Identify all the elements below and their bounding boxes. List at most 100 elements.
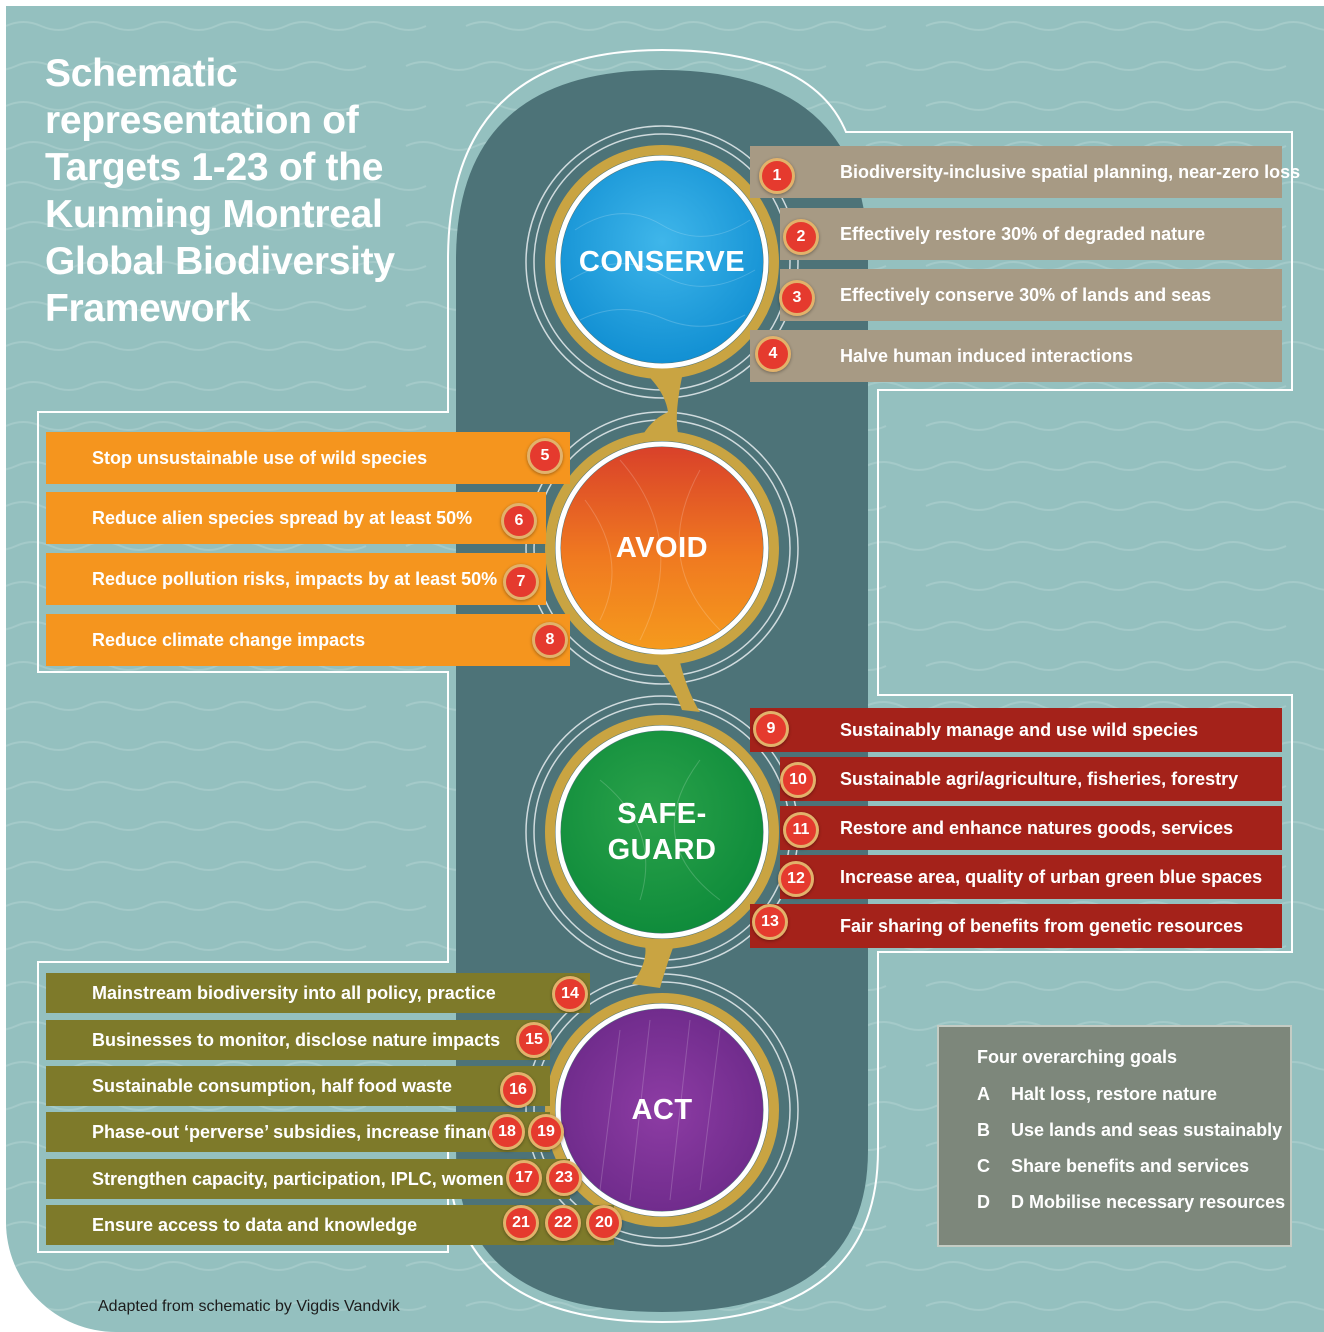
target-text: Phase-out ‘perverse’ subsidies, increase… — [92, 1122, 508, 1142]
wave-line — [6, 1301, 427, 1311]
wave-line — [6, 181, 427, 191]
target-bar-5: Stop unsustainable use of wild species — [46, 432, 570, 484]
target-text: Strengthen capacity, participation, IPLC… — [92, 1169, 504, 1189]
target-badge-13: 13 — [752, 904, 788, 940]
act-label: ACT — [631, 1094, 693, 1126]
target-badge-8: 8 — [532, 622, 568, 658]
target-bar-2: Effectively restore 30% of degraded natu… — [780, 208, 1282, 260]
wave-line — [405, 61, 827, 71]
wave-line — [925, 661, 1324, 671]
target-text: Businesses to monitor, disclose nature i… — [92, 1030, 501, 1050]
goal-text: Use lands and seas sustainably — [1011, 1120, 1283, 1140]
wave-line — [6, 941, 367, 951]
target-text: Ensure access to data and knowledge — [92, 1215, 418, 1235]
target-bar-3: Effectively conserve 30% of lands and se… — [780, 269, 1282, 321]
target-bar-16: Sustainable consumption, half food waste — [46, 1066, 550, 1106]
target-badge-22: 22 — [545, 1205, 581, 1241]
avoid-label: AVOID — [615, 532, 709, 564]
wave-line — [6, 661, 427, 671]
credit-text: Adapted from schematic by Vigdis Vandvik — [98, 1298, 400, 1315]
conserve-circle — [561, 161, 763, 363]
target-text: Sustainable consumption, half food waste — [92, 1076, 453, 1096]
target-badge-3: 3 — [779, 280, 815, 316]
target-text: Halve human induced interactions — [840, 346, 1134, 366]
wave-line — [6, 341, 427, 351]
wave-line — [865, 1261, 1287, 1271]
target-badge-11: 11 — [783, 812, 819, 848]
goals-title: Four overarching goals — [977, 1047, 1178, 1067]
conserve-label: CONSERVE — [578, 246, 746, 278]
goal-letter: B — [977, 1120, 990, 1140]
wave-line — [6, 1261, 367, 1271]
goal-letter: D — [977, 1192, 990, 1212]
target-badge-9: 9 — [753, 711, 789, 747]
target-text: Sustainable agri/agriculture, fisheries,… — [840, 769, 1239, 789]
target-badge-7: 7 — [503, 564, 539, 600]
wave-line — [925, 101, 1324, 111]
target-text: Biodiversity-inclusive spatial planning,… — [840, 162, 1301, 182]
wave-line — [925, 21, 1324, 31]
target-text: Reduce alien species spread by at least … — [92, 508, 473, 528]
wave-line — [6, 1101, 367, 1111]
wave-line — [465, 21, 887, 31]
wave-line — [6, 301, 367, 311]
wave-line — [6, 861, 367, 871]
goal-letter: C — [977, 1156, 990, 1176]
target-badge-6: 6 — [501, 503, 537, 539]
wave-line — [6, 781, 367, 791]
wave-line — [6, 221, 367, 231]
wave-line — [6, 421, 427, 431]
target-bar-18-19: Phase-out ‘perverse’ subsidies, increase… — [46, 1112, 550, 1152]
target-bar-11: Restore and enhance natures goods, servi… — [780, 806, 1282, 850]
target-bar-13: Fair sharing of benefits from genetic re… — [750, 904, 1282, 948]
wave-line — [6, 901, 427, 911]
wave-line — [925, 261, 1324, 271]
wave-line — [865, 701, 1287, 711]
target-badge-5: 5 — [527, 438, 563, 474]
target-bar-4: Halve human induced interactions — [750, 330, 1282, 382]
wave-line — [6, 541, 367, 551]
wave-line — [6, 141, 367, 151]
target-bar-15: Businesses to monitor, disclose nature i… — [46, 1020, 550, 1060]
target-text: Reduce pollution risks, impacts by at le… — [92, 569, 498, 589]
target-badge-18: 18 — [489, 1114, 525, 1150]
wave-line — [865, 541, 1287, 551]
target-badge-2: 2 — [783, 219, 819, 255]
wave-line — [925, 501, 1324, 511]
target-badge-4: 4 — [755, 336, 791, 372]
target-bar-8: Reduce climate change impacts — [46, 614, 570, 666]
target-badge-10: 10 — [780, 762, 816, 798]
wave-line — [925, 1301, 1324, 1311]
wave-line — [6, 381, 367, 391]
target-badge-14: 14 — [552, 976, 588, 1012]
target-bar-6: Reduce alien species spread by at least … — [46, 492, 546, 544]
act-circle — [561, 1009, 763, 1211]
target-badge-19: 19 — [528, 1114, 564, 1150]
goal-row-b: B Use lands and seas sustainably — [977, 1120, 1282, 1141]
wave-line — [6, 61, 367, 71]
goal-letter: A — [977, 1084, 990, 1104]
target-badge-15: 15 — [516, 1022, 552, 1058]
safeguard-label-line2: GUARD — [607, 834, 717, 866]
target-text: Mainstream biodiversity into all policy,… — [92, 983, 496, 1003]
target-text: Sustainably manage and use wild species — [840, 720, 1199, 740]
safeguard-label-line1: SAFE- — [617, 798, 707, 830]
wave-line — [865, 461, 1287, 471]
wave-line — [6, 701, 367, 711]
wave-line — [6, 821, 427, 831]
target-badge-17: 17 — [506, 1160, 542, 1196]
wave-line — [6, 21, 427, 31]
target-text: Restore and enhance natures goods, servi… — [840, 818, 1234, 838]
target-badge-12: 12 — [778, 861, 814, 897]
target-bar-17-23: Strengthen capacity, participation, IPLC… — [46, 1159, 570, 1199]
target-badge-21: 21 — [503, 1205, 539, 1241]
wave-line — [6, 261, 427, 271]
wave-line — [865, 61, 1287, 71]
safeguard-label: SAFE- GUARD — [562, 796, 762, 868]
safeguard-circle — [561, 731, 763, 933]
